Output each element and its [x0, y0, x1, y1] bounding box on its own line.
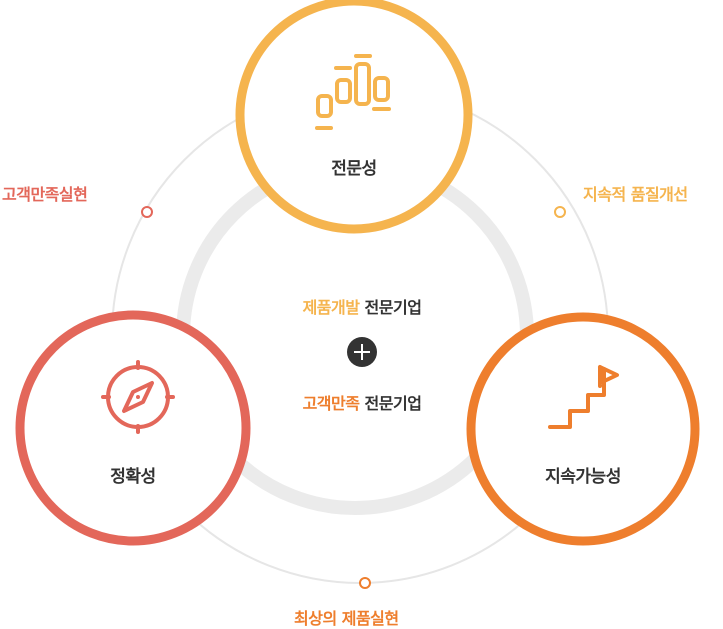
compass-icon: [101, 360, 175, 434]
center-highlight-customer: 고객만족: [302, 394, 360, 413]
center-line-2: 고객만족 전문기업: [232, 390, 492, 414]
label-best-product: 최상의 제품실현: [294, 609, 399, 628]
label-accuracy: 정확성: [110, 467, 156, 487]
center-line-1: 제품개발 전문기업: [232, 294, 492, 318]
stairs-flag-icon: [548, 365, 619, 429]
dot-sustained-quality: [554, 206, 566, 218]
label-sustained-quality: 지속적 품질개선: [583, 185, 688, 204]
blocks-icon: [315, 54, 391, 130]
dot-best-product: [359, 577, 371, 589]
label-expertise: 전문성: [331, 159, 377, 179]
dot-customer-satisfaction: [141, 206, 153, 218]
center-rest-2: 전문기업: [359, 394, 422, 413]
label-sustainability: 지속가능성: [545, 467, 621, 487]
center-rest-1: 전문기업: [359, 298, 422, 317]
expertise-circle: [235, 0, 473, 234]
center-highlight-product: 제품개발: [302, 298, 360, 317]
sustainability-circle: [466, 312, 700, 546]
label-customer-satisfaction: 고객만족실현: [2, 185, 88, 204]
